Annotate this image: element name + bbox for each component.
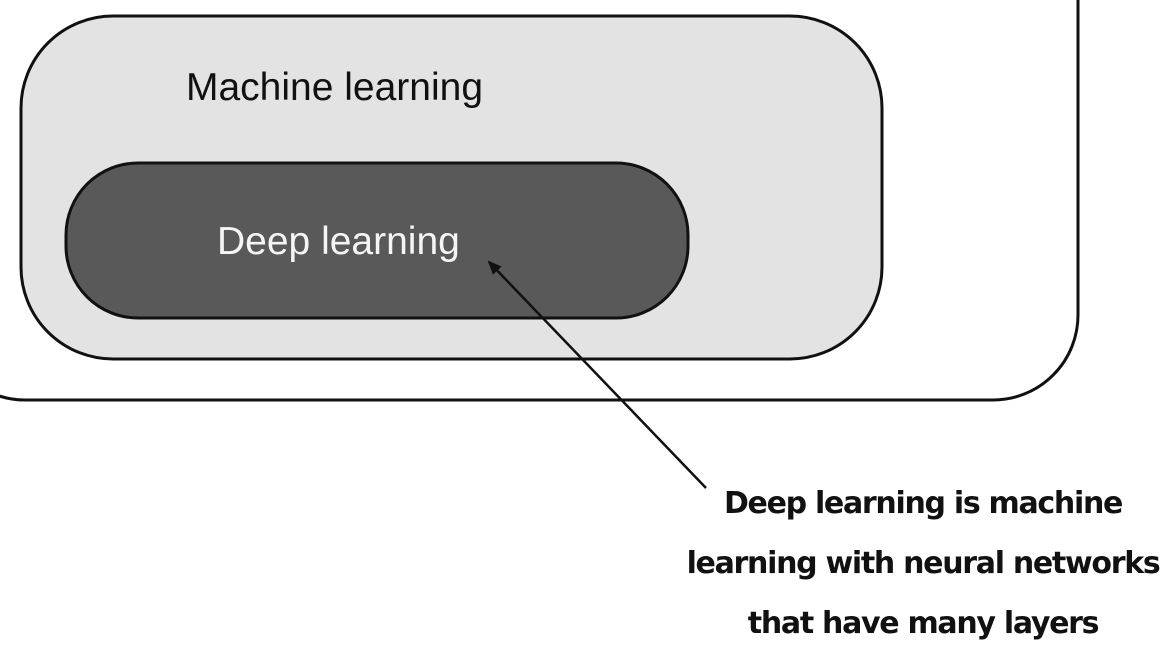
annotation-text: Deep learning is machine learning with n… — [668, 474, 1169, 654]
deep-learning-box — [64, 161, 690, 320]
machine-learning-label: Machine learning — [186, 66, 484, 109]
annotation-arrow — [487, 260, 707, 489]
annotation-line-3: that have many layers — [747, 606, 1100, 641]
annotation-line-1: Deep learning is machine — [723, 486, 1123, 521]
annotation-line-2: learning with neural networks — [686, 546, 1161, 581]
deep-learning-label: Deep learning — [217, 220, 460, 263]
